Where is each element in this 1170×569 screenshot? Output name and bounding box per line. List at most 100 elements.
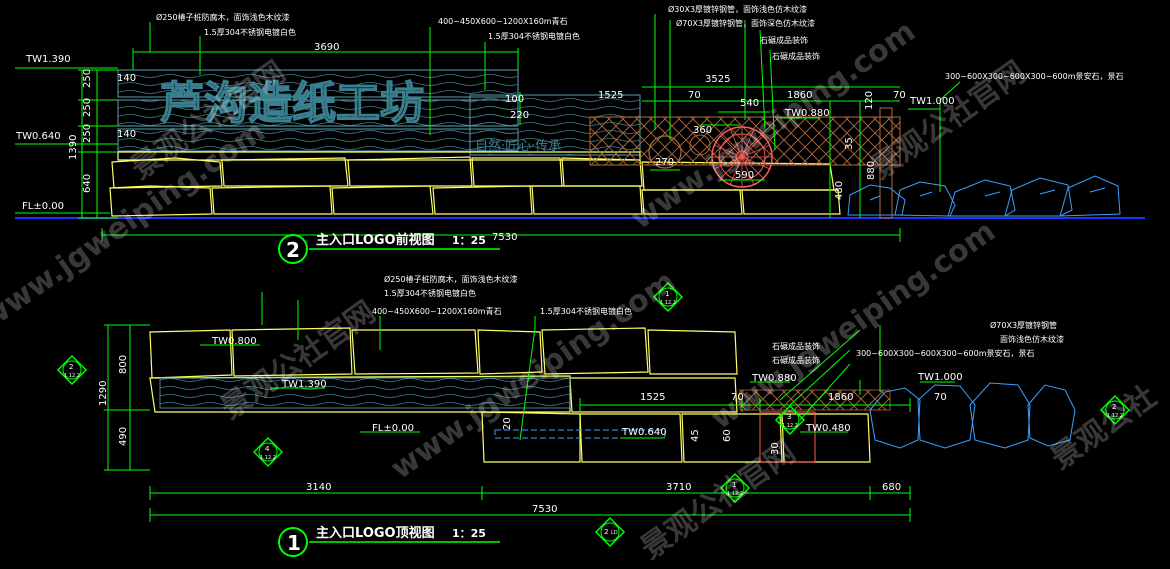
dim-7530-front: 7530 bbox=[492, 232, 517, 243]
section-marker-6-bottom: 1.12.2 bbox=[782, 423, 798, 429]
dim-3690: 3690 bbox=[314, 42, 339, 53]
dim-top-70b: 70 bbox=[934, 392, 947, 403]
dim-top-3140: 3140 bbox=[306, 482, 331, 493]
dim-3525: 3525 bbox=[705, 74, 730, 85]
dim-top-1860: 1860 bbox=[828, 392, 853, 403]
top-view: TW0.800 TW1.390 FL±0.00 TW0.640 TW0.880 … bbox=[98, 274, 1076, 557]
dim-left-640: 640 bbox=[82, 174, 93, 193]
dim-top-30: 30 bbox=[770, 442, 781, 455]
top-view-scale: 1：25 bbox=[452, 527, 486, 540]
section-marker-4-bottom: 1.12.2 bbox=[1107, 413, 1123, 419]
dim-top-1525: 1525 bbox=[640, 392, 665, 403]
level-tw0640-front: TW0.640 bbox=[15, 131, 61, 142]
dim-1525: 1525 bbox=[598, 90, 623, 101]
small-stone-mill-2 bbox=[689, 134, 711, 156]
level-tw1390-front: TW1.390 bbox=[25, 54, 71, 65]
section-marker-5-bottom: 1.12.2 bbox=[727, 491, 743, 497]
section-marker-7-top: 2 bbox=[604, 528, 608, 536]
front-view-title-text: 主入口LOGO前视图 bbox=[316, 232, 435, 248]
view-number-2: 2 bbox=[286, 238, 300, 262]
section-marker-6: 3 1.12.2 bbox=[774, 404, 806, 436]
dim-360: 360 bbox=[693, 125, 712, 136]
section-marker-1-bottom: 1.12.2 bbox=[64, 373, 80, 379]
section-marker-6-top: 3 bbox=[787, 413, 791, 421]
front-view-scale: 1：25 bbox=[452, 234, 486, 247]
front-dimension-lines bbox=[15, 14, 961, 242]
note-front-mill-2: 石碾成品装饰 bbox=[772, 51, 820, 61]
top-steel-strip bbox=[494, 429, 666, 439]
logo-subtitle-text: 自然·匠心·传承 bbox=[475, 138, 561, 154]
top-dimension-lines bbox=[104, 292, 955, 522]
note-front-pipe-30: Ø30X3厚镀锌钢管，面饰浅色仿木纹漆 bbox=[668, 4, 807, 14]
dim-top-left-800: 800 bbox=[118, 355, 129, 374]
blue-landscape-rocks bbox=[847, 175, 1121, 217]
dim-left-250b: 250 bbox=[82, 98, 93, 117]
level-fl-front: FL±0.00 bbox=[22, 201, 64, 212]
note-front-steel-2: 1.5厚304不锈钢电镀白色 bbox=[488, 31, 580, 41]
level-tw0640-top: TW0.640 bbox=[621, 427, 667, 438]
dim-120: 120 bbox=[864, 91, 875, 110]
level-tw1000-front: TW1.000 bbox=[909, 96, 955, 107]
note-top-mill-1: 石碾成品装饰 bbox=[772, 341, 820, 351]
dim-35: 35 bbox=[844, 137, 855, 150]
note-front-pipe-70: Ø70X3厚镀锌钢管，面饰深色仿木纹漆 bbox=[676, 18, 815, 28]
note-front-timber-post: Ø250椿子桩防腐木，面饰浅色木纹漆 bbox=[156, 12, 290, 22]
section-marker-7: 2 LD bbox=[594, 516, 626, 548]
section-marker-5: 1 1.12.2 bbox=[719, 472, 751, 504]
dim-540: 540 bbox=[740, 98, 759, 109]
dim-left-1390: 1390 bbox=[68, 135, 79, 160]
section-marker-2: 1 1.12.2 bbox=[652, 281, 684, 313]
trellis-post bbox=[879, 107, 893, 219]
stone-mill-wheel bbox=[711, 126, 773, 188]
top-mill-wheel bbox=[759, 411, 816, 463]
dim-top-left-1290: 1290 bbox=[98, 381, 109, 406]
section-marker-3-top: 4 bbox=[265, 445, 270, 453]
level-tw0880-front: TW0.880 bbox=[784, 108, 830, 119]
front-view-title: 2 主入口LOGO前视图 1：25 bbox=[278, 232, 500, 264]
dim-top-70a: 70 bbox=[731, 392, 744, 403]
level-tw0480-top: TW0.480 bbox=[805, 423, 851, 434]
dim-270: 270 bbox=[655, 157, 674, 168]
note-top-bluestone: 400~450X600~1200X160m青石 bbox=[372, 306, 502, 316]
note-top-steel-2: 1.5厚304不锈钢电镀白色 bbox=[540, 306, 632, 316]
dim-100: 100 bbox=[505, 94, 524, 105]
dim-top-3710: 3710 bbox=[666, 482, 691, 493]
view-number-1: 1 bbox=[287, 531, 301, 555]
dim-top-7530: 7530 bbox=[532, 504, 557, 515]
logo-title-text: 芦沟造纸工坊 bbox=[160, 78, 424, 129]
top-timber-band bbox=[159, 377, 571, 409]
watermark-4: 景观公社官网 bbox=[635, 435, 803, 567]
note-front-mill-1: 石碾成品装饰 bbox=[760, 35, 808, 45]
dim-left-250c: 250 bbox=[82, 124, 93, 143]
dim-top-45: 45 bbox=[690, 429, 701, 442]
dim-left-250a: 250 bbox=[82, 69, 93, 88]
dim-480: 480 bbox=[834, 181, 845, 200]
note-front-rocks: 300~600X300~600X300~600m景安石，景石 bbox=[945, 71, 1123, 81]
small-stone-mill bbox=[648, 135, 682, 169]
dim-140a: 140 bbox=[117, 73, 136, 84]
dim-top-left-490: 490 bbox=[118, 427, 129, 446]
section-marker-4-top: 2 bbox=[1112, 403, 1116, 411]
dim-590: 590 bbox=[735, 170, 754, 181]
section-marker-1: 2 1.12.2 bbox=[56, 354, 88, 386]
note-top-rocks: 300~600X300~600X300~600m景安石，景石 bbox=[856, 348, 1034, 358]
dim-70b: 70 bbox=[893, 90, 906, 101]
top-blue-rocks bbox=[869, 382, 1076, 449]
note-top-timber-post: Ø250椿子桩防腐木，面饰浅色木纹漆 bbox=[384, 274, 518, 284]
section-marker-2-top: 1 bbox=[665, 290, 669, 298]
section-marker-3: 4 1.12.2 bbox=[252, 436, 284, 468]
section-marker-3-bottom: 1.12.2 bbox=[260, 455, 276, 461]
section-marker-2-bottom: 1.12.2 bbox=[660, 300, 676, 306]
view-number-circle-1 bbox=[278, 527, 308, 557]
dim-top-680: 680 bbox=[882, 482, 901, 493]
level-tw1000-top: TW1.000 bbox=[917, 372, 963, 383]
dim-70a: 70 bbox=[688, 90, 701, 101]
level-tw0880-top: TW0.880 bbox=[751, 373, 797, 384]
watermark-8: 景观公社 bbox=[1045, 379, 1163, 476]
note-top-steel-1: 1.5厚304不锈钢电镀白色 bbox=[384, 288, 476, 298]
note-top-mill-2: 石碾成品装饰 bbox=[772, 355, 820, 365]
dim-880: 880 bbox=[866, 161, 877, 180]
level-fl-top: FL±0.00 bbox=[372, 423, 414, 434]
view-number-circle-2 bbox=[278, 234, 308, 264]
